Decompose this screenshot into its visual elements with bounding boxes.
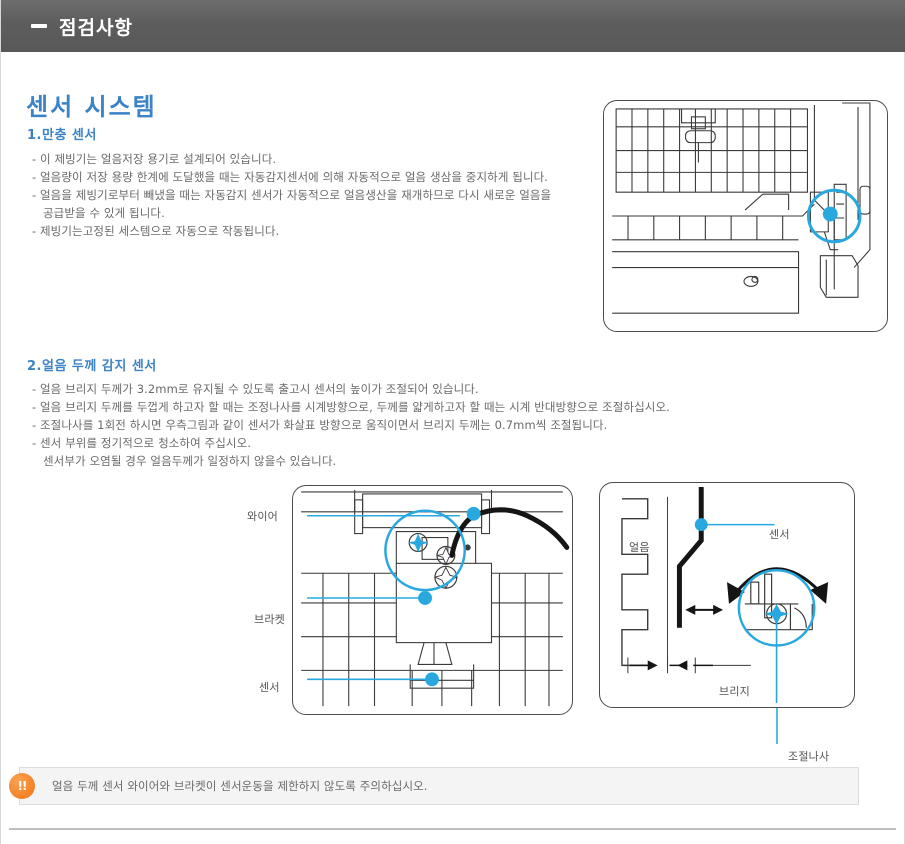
- section-2-body: - 얼음 브리지 두께가 3.2mm로 유지될 수 있도록 출고시 센서의 높이…: [32, 380, 670, 470]
- section-1-line: 공급받을 수 있게 됩니다.: [43, 206, 165, 220]
- highlight-circle: [806, 188, 862, 244]
- figure-2-label-bracket: 브라켓: [254, 613, 285, 626]
- warning-double-exclamation-icon: !!: [9, 773, 35, 799]
- callout-dot-sensor: [425, 672, 439, 687]
- callout-dot-bracket: [418, 591, 433, 605]
- figure-3-drawing: [621, 486, 829, 704]
- bridge-dimension-icon: [629, 660, 714, 671]
- section-2-line: - 센서 부위를 정기적으로 청소하여 주십시오.: [32, 436, 252, 450]
- screw-icon: [433, 565, 459, 590]
- ice-maker-bin-sensor-diagram: [603, 100, 888, 332]
- section-1-body: - 이 제빙기는 얼음저장 용기로 설계되어 있습니다. - 얼음량이 저장 용…: [32, 150, 551, 240]
- figure-3-label-adjust-screw: 조절나사: [788, 750, 830, 763]
- highlight-dot: [822, 206, 838, 222]
- section-2-line: 센서부가 오염될 경우 얼음두께가 일정하지 않을수 있습니다.: [43, 454, 337, 468]
- minus-icon: [31, 24, 47, 28]
- section-1-line: - 얼음량이 저장 용량 한계에 도달했을 때는 자동감지센서에 의해 자동적으…: [32, 170, 549, 184]
- section-1-line: - 이 제빙기는 얼음저장 용기로 설계되어 있습니다.: [32, 152, 277, 166]
- section-1-line: - 얼음을 제빙기로부터 빼냈을 때는 자동감지 센서가 자동적으로 얼음생산을…: [32, 188, 552, 202]
- header-title: 점검사항: [59, 16, 133, 39]
- section-2-line: - 얼음 브리지 두께를 두껍게 하고자 할 때는 조정나사를 시계방향으로, …: [32, 400, 670, 414]
- sensor-line: [676, 486, 704, 628]
- page-title: 센서 시스템: [26, 93, 157, 121]
- page-header: 점검사항: [1, 0, 905, 52]
- section-2-line: - 얼음 브리지 두께가 3.2mm로 유지될 수 있도록 출고시 센서의 높이…: [32, 382, 479, 396]
- section-1-line: - 제빙기는고정된 세스템으로 자동으로 작동됩니다.: [32, 224, 280, 238]
- section-1-heading: 1.만충 센서: [27, 128, 97, 143]
- section-2-line: - 조절나사를 1회전 하시면 우측그림과 같이 센서가 화살표 방향으로 움직…: [32, 418, 608, 432]
- figure-1-drawing: [612, 102, 871, 314]
- figure-2-drawing: [301, 489, 570, 707]
- callout-dot-wire: [466, 506, 481, 521]
- width-arrow-icon: [685, 604, 724, 615]
- page-bottom-divider: [9, 828, 896, 830]
- highlight-circle: [384, 509, 466, 592]
- rotation-arrow-icon: [727, 567, 829, 604]
- section-2-heading: 2.얼음 두께 감지 센서: [27, 359, 157, 374]
- figure-2-label-sensor: 센서: [259, 681, 280, 694]
- thickness-sensor-assembly-diagram: [292, 485, 573, 715]
- figure-3-label-bridge: 브리지: [719, 685, 750, 698]
- warning-notice: 얼음 두께 센서 와이어와 브라켓이 센서운동을 제한하지 않도록 주의하십시오…: [19, 767, 859, 805]
- adjust-screw-leader-tail: [776, 708, 778, 744]
- screw-icon: [408, 532, 428, 553]
- warning-notice-text: 얼음 두께 센서 와이어와 브라켓이 센서운동을 제한하지 않도록 주의하십시오…: [52, 779, 428, 793]
- figure-3-label-sensor: 센서: [769, 528, 790, 541]
- figure-3-label-ice: 얼음: [629, 541, 650, 554]
- callout-dot-sensor: [694, 518, 708, 532]
- figure-2-label-wire: 와이어: [247, 510, 278, 523]
- ice-bridge-adjustment-diagram: [599, 482, 855, 708]
